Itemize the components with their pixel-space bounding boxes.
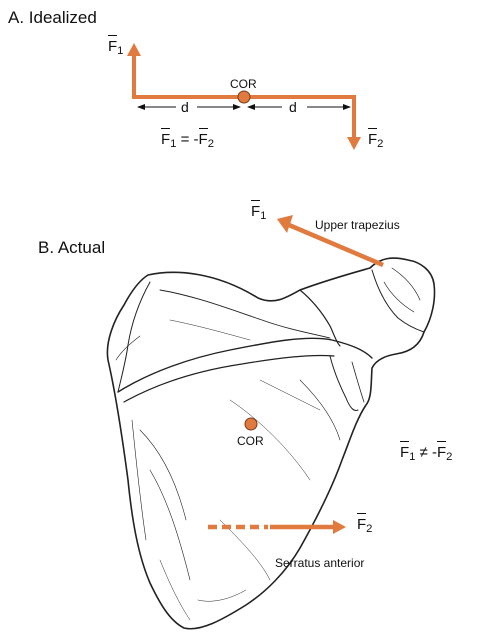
panel-b-f1-label: F1 (251, 203, 266, 222)
panel-a-equation: F1 = -F2 (161, 131, 214, 150)
panel-a-f2-label: F2 (368, 131, 383, 150)
serratus-arrowhead (333, 520, 346, 534)
panel-a-title: A. Idealized (8, 8, 97, 28)
scapula-illustration (107, 258, 434, 629)
upper-trapezius-label: Upper trapezius (315, 218, 400, 232)
panel-b-inequality: F1 ≠ -F2 (400, 444, 452, 463)
cor-marker-a (238, 91, 250, 103)
panel-a-cor-label: COR (230, 77, 257, 91)
actual-forces (208, 215, 383, 534)
panel-b-title: B. Actual (38, 238, 105, 258)
panel-a-f1-label: F1 (108, 38, 123, 57)
panel-a-distance-right: d (289, 99, 297, 115)
panel-b-f2-label: F2 (357, 516, 372, 535)
f2-arrowhead-a (347, 137, 361, 150)
f1-arrowhead-a (127, 43, 141, 56)
panel-a-distance-left: d (181, 99, 189, 115)
panel-b-cor-label: COR (237, 434, 264, 448)
serratus-anterior-label: Serratus anterior (275, 556, 364, 570)
cor-marker-b (245, 418, 257, 430)
